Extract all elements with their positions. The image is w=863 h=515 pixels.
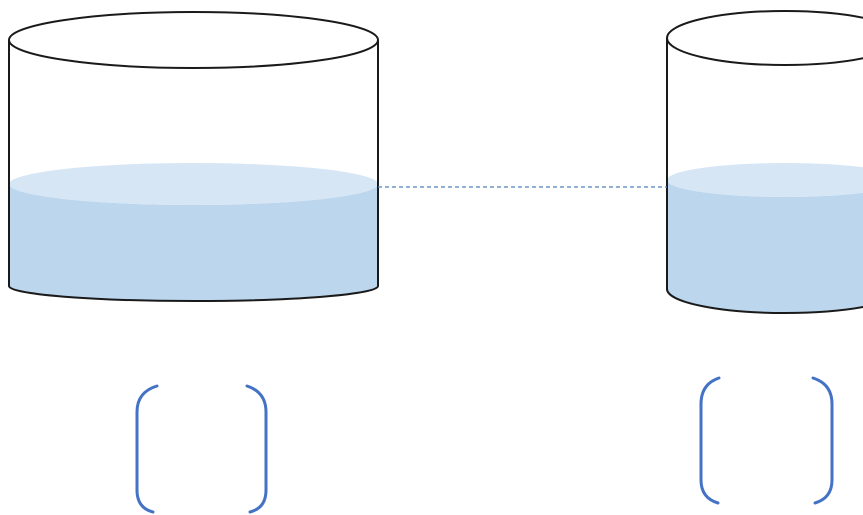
left-cylinder-water-surface bbox=[9, 163, 378, 205]
right-cylinder bbox=[666, 10, 863, 314]
left-answer-bracket-open bbox=[135, 384, 159, 514]
left-answer-bracket-close bbox=[245, 384, 268, 514]
right-cylinder-rim bbox=[666, 10, 863, 66]
left-cylinder bbox=[8, 11, 379, 302]
left-cylinder-base bbox=[8, 285, 379, 302]
left-cylinder-rim bbox=[8, 11, 379, 69]
right-cylinder-base bbox=[666, 288, 863, 314]
right-answer-bracket-open bbox=[699, 376, 721, 505]
left-answer-bracket bbox=[135, 384, 268, 514]
left-cylinder-water bbox=[9, 184, 378, 301]
right-answer-bracket-close bbox=[811, 376, 834, 505]
right-cylinder-water bbox=[667, 180, 863, 313]
right-answer-bracket bbox=[699, 376, 834, 505]
right-cylinder-water-surface bbox=[667, 163, 863, 197]
